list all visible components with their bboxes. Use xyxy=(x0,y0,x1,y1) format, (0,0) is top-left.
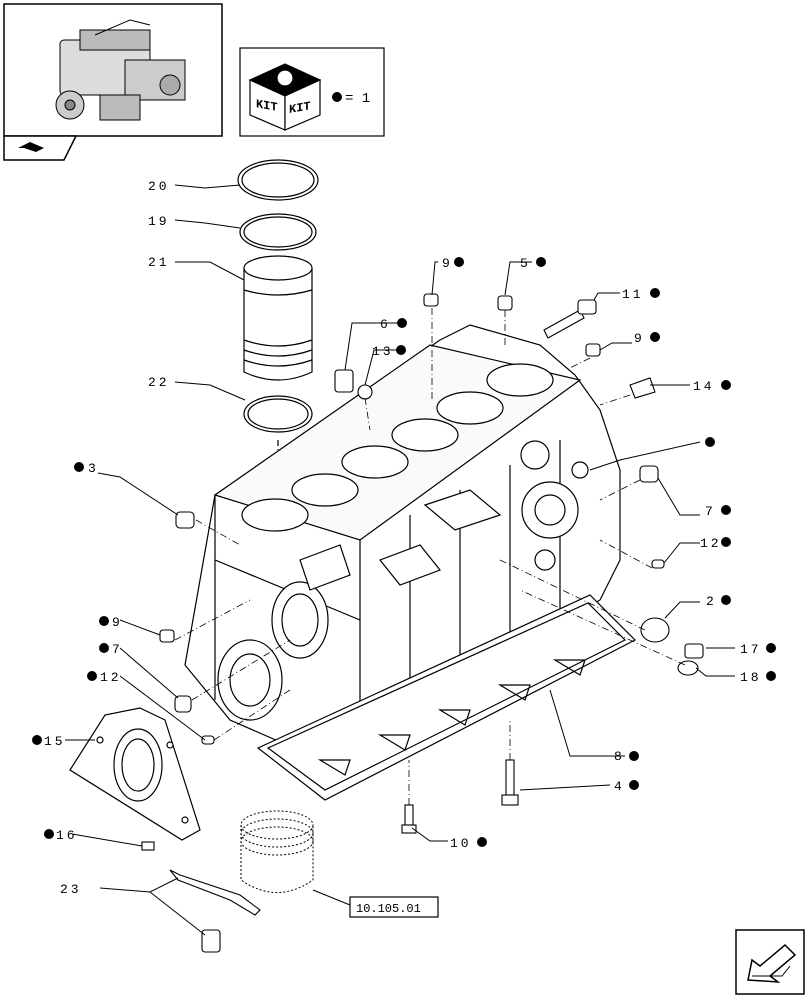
callout-markers xyxy=(32,257,776,847)
alignment-lines xyxy=(174,308,686,805)
arrow-next-icon[interactable] xyxy=(735,929,805,995)
part-9-right: 9 xyxy=(634,331,642,346)
part-15: 15 xyxy=(44,734,66,749)
kit-label-a: KIT xyxy=(256,97,278,115)
part-3: 3 xyxy=(88,461,96,476)
part-7-left: 7 xyxy=(112,642,120,657)
kit-box-icon xyxy=(248,63,322,131)
part-5: 5 xyxy=(520,256,528,271)
seal-ring-22 xyxy=(243,395,313,433)
part-22: 22 xyxy=(148,375,170,390)
part-7-right: 7 xyxy=(705,504,713,519)
arrow-back-icon[interactable] xyxy=(3,135,78,161)
part-10: 10 xyxy=(450,836,472,851)
part-14: 14 xyxy=(693,379,715,394)
seal-ring-19 xyxy=(239,213,317,251)
cylinder-liner-assembly xyxy=(237,159,319,500)
kit-label-b: KIT xyxy=(289,99,311,117)
part-21: 21 xyxy=(148,255,170,270)
rear-seal-cover xyxy=(69,707,201,841)
part-4: 4 xyxy=(614,779,622,794)
leader-lines xyxy=(65,184,735,936)
small-parts xyxy=(141,293,704,953)
part-13: 13 xyxy=(372,344,394,359)
part-19: 19 xyxy=(148,214,170,229)
part-9-left: 9 xyxy=(112,615,120,630)
part-18: 18 xyxy=(740,670,762,685)
reference-label: 10.105.01 xyxy=(356,902,421,916)
part-9-top: 9 xyxy=(442,256,450,271)
part-6: 6 xyxy=(380,317,388,332)
cylinder-liner xyxy=(243,268,313,381)
part-11: 11 xyxy=(622,287,644,302)
part-16: 16 xyxy=(56,828,78,843)
kit-legend: KIT KIT = 1 xyxy=(239,47,385,137)
part-23: 23 xyxy=(60,882,82,897)
seal-ring-20 xyxy=(237,159,319,201)
kit-legend-text: = 1 xyxy=(345,91,370,107)
part-20: 20 xyxy=(148,179,170,194)
part-17: 17 xyxy=(740,642,762,657)
part-labels: 20 19 21 22 3 9 5 11 6 13 9 14 7 12 2 17… xyxy=(44,179,762,897)
part-12-left: 12 xyxy=(100,670,122,685)
piston-reference xyxy=(240,810,351,906)
part-8: 8 xyxy=(614,749,622,764)
part-12-right: 12 xyxy=(700,536,722,551)
reference-box[interactable]: 10.105.01 xyxy=(349,896,439,918)
engine-thumbnail[interactable] xyxy=(3,3,223,137)
part-2: 2 xyxy=(706,594,714,609)
sump-gasket xyxy=(256,594,637,801)
kit-marker xyxy=(332,92,342,102)
